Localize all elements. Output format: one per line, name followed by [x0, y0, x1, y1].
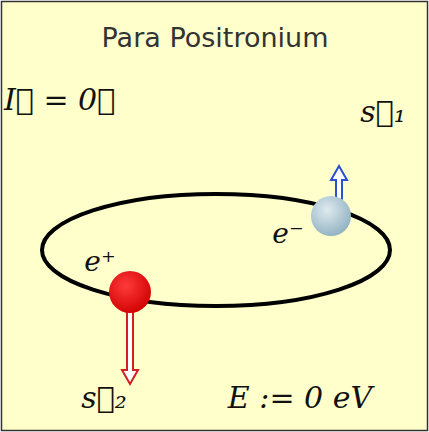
spin-label: s⃗₂: [81, 380, 126, 416]
diagram-title: Para Positronium: [102, 22, 329, 54]
particle-label: e⁻: [272, 217, 303, 251]
spin-label: s⃗₁: [360, 94, 405, 130]
energy-label: E := 0 eV: [228, 380, 372, 416]
angular-momentum-label: I⃗ = 0⃗: [4, 82, 115, 118]
electron-ball: [311, 196, 351, 236]
spin-down-arrow: [122, 305, 138, 384]
particle-label: e⁺: [84, 245, 115, 279]
orbit-ellipse: [42, 194, 390, 306]
